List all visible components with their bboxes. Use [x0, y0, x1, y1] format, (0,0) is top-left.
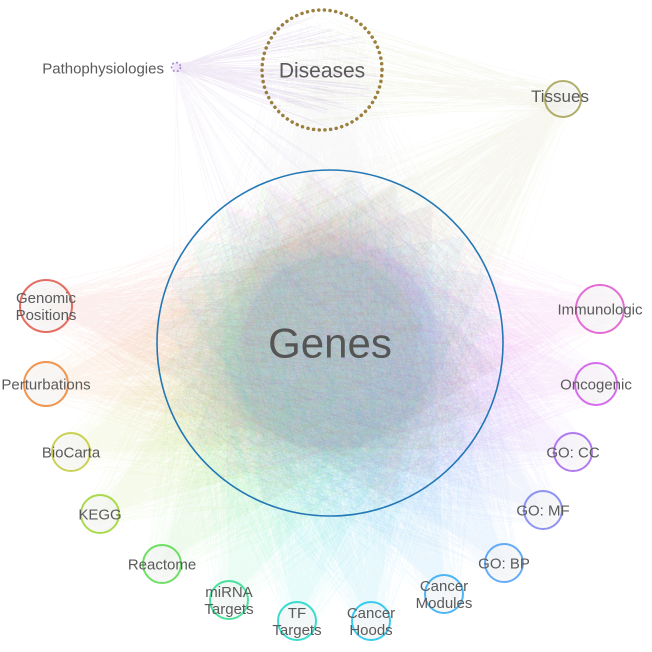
label-go-cc: GO: CC — [546, 444, 600, 461]
node-immunologic[interactable] — [575, 284, 625, 334]
edges-tissues-to-diseases — [267, 14, 579, 125]
label-reactome: Reactome — [128, 556, 196, 573]
beam-glow-go-cc — [190, 170, 573, 453]
edges-mirna-targets-to-genes — [169, 187, 490, 615]
node-mirna-targets[interactable] — [209, 580, 249, 620]
label-tissues: Tissues — [531, 87, 589, 106]
edges-go-bp-to-genes — [176, 176, 522, 580]
edges-cancer-hoods-to-genes — [167, 177, 493, 638]
edges-pathophysiologies-to-genes — [171, 62, 468, 510]
node-genomic-positions[interactable] — [19, 279, 73, 333]
edges-pathophysiologies-to-diseases — [172, 14, 380, 128]
beam-glow-biocarta — [71, 171, 468, 453]
node-tissues[interactable] — [544, 80, 582, 118]
label-immunologic: Immunologic — [557, 301, 643, 318]
node-go-bp[interactable] — [484, 543, 524, 583]
edge-bundle-layer — [23, 14, 621, 638]
edges-genomic-positions-to-genes — [23, 175, 486, 505]
label-kegg: KEGG — [78, 506, 121, 523]
node-pathophysiologies[interactable] — [170, 61, 182, 73]
node-diseases[interactable] — [260, 8, 384, 132]
beam-glow-kegg — [100, 171, 489, 514]
label-genes: Genes — [268, 320, 392, 367]
edges-tissues-to-genes — [177, 82, 580, 504]
edges-go-mf-to-genes — [170, 184, 560, 527]
node-biocarta[interactable] — [51, 432, 91, 472]
beam-glow-perturbations — [46, 182, 437, 480]
node-tf-targets[interactable] — [277, 601, 317, 641]
label-perturbations: Perturbations — [1, 376, 90, 393]
edges-diseases-to-genes — [160, 19, 498, 513]
edges-go-cc-to-genes — [172, 179, 590, 512]
edges-reactome-to-genes — [145, 183, 492, 581]
beam-glow-layer — [46, 170, 601, 622]
beam-glow-go-bp — [158, 182, 504, 563]
beam-glow-cancer-modules — [157, 202, 445, 594]
node-reactome[interactable] — [142, 544, 182, 584]
node-go-mf[interactable] — [523, 490, 563, 530]
label-diseases: Diseases — [279, 59, 365, 82]
edges-perturbations-to-genes — [26, 179, 488, 512]
edges-kegg-to-genes — [83, 184, 491, 531]
label-oncogenic: Oncogenic — [560, 376, 632, 393]
beam-glow-cancer-hoods — [169, 235, 466, 621]
beam-glow-immunologic — [225, 204, 601, 503]
label-layer: Genes Diseases PathophysiologiesTissuesGen… — [1, 59, 643, 639]
label-biocarta: BioCarta — [42, 444, 101, 461]
beam-glow-oncogenic — [222, 181, 596, 479]
node-cancer-modules[interactable] — [424, 574, 464, 614]
node-go-cc[interactable] — [553, 432, 593, 472]
node-cancer-hoods[interactable] — [351, 601, 391, 641]
node-perturbations[interactable] — [23, 361, 69, 407]
edges-biocarta-to-genes — [54, 176, 490, 496]
node-genes[interactable] — [156, 169, 504, 517]
edges-oncogenic-to-genes — [165, 180, 616, 509]
beam-glow-mirna-targets — [221, 208, 502, 600]
label-go-mf: GO: MF — [516, 502, 569, 519]
edges-cancer-modules-to-genes — [172, 177, 497, 611]
label-go-bp: GO: BP — [478, 555, 530, 572]
label-pathophysiologies: Pathophysiologies — [42, 60, 164, 77]
beam-glow-genomic-positions — [46, 205, 435, 503]
beam-glow-tf-targets — [191, 239, 490, 622]
beam-glow-go-mf — [169, 171, 543, 511]
node-oncogenic[interactable] — [574, 362, 618, 406]
beam-glow-reactome — [162, 183, 502, 564]
node-kegg[interactable] — [80, 494, 120, 534]
node-layer — [19, 8, 625, 641]
edges-immunologic-to-genes — [163, 177, 621, 496]
edges-tf-targets-to-genes — [165, 178, 497, 637]
